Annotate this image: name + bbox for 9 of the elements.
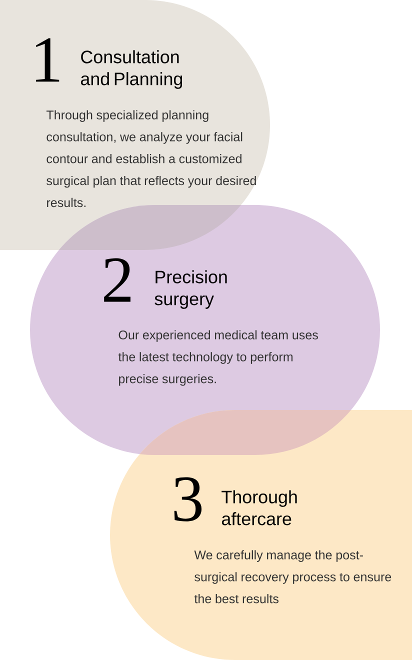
step-title: Thorough aftercare — [222, 490, 297, 526]
step-description: We carefully manage the post-surgical recovery process to ensure the best results — [194, 550, 392, 604]
step-description: Through specialized planning consultation, we analyze your facial contour and establish a customized surgical plan that reflects your desired results. — [46, 110, 256, 208]
step-number: 2 — [104, 258, 130, 302]
step-title: Precision surgery — [154, 270, 227, 309]
step-number: 3 — [174, 477, 202, 522]
step-description: Our experienced medical team uses the latest technology to perform precise surgeries. — [118, 330, 318, 386]
step-number: 1 — [36, 38, 60, 82]
step-title: Consultation and Planning — [80, 50, 182, 89]
